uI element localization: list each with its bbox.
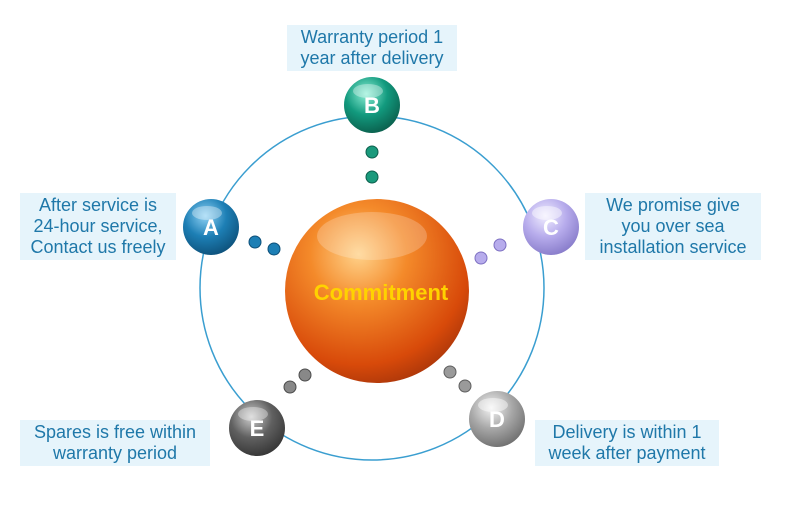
- label-a-line-3: Contact us freely: [30, 237, 166, 257]
- label-b-line-2: year after delivery: [300, 48, 444, 68]
- label-d: Delivery is within 1 week after payment: [535, 420, 719, 466]
- node-a-letter: A: [203, 215, 219, 240]
- label-a-line-2: 24-hour service,: [33, 216, 163, 236]
- label-c: We promise give you over sea installatio…: [585, 193, 761, 260]
- label-e-line-1: Spares is free within: [33, 422, 197, 442]
- label-a-line-1: After service is: [38, 195, 158, 215]
- label-c-line-1: We promise give: [606, 195, 740, 215]
- connector-dots-e: [283, 368, 312, 394]
- label-e-line-2: warranty period: [52, 443, 178, 463]
- label-d-line-1: Delivery is within 1: [552, 422, 702, 442]
- connector-dots-a: [248, 235, 281, 256]
- label-c-line-2: you over sea: [621, 216, 725, 236]
- node-c-letter: C: [543, 215, 559, 240]
- node-e: E: [229, 400, 285, 456]
- node-e-letter: E: [250, 416, 265, 441]
- connector-dots-c: [474, 238, 507, 265]
- label-b-line-1: Warranty period 1: [300, 27, 444, 47]
- node-b-letter: B: [364, 93, 380, 118]
- node-b: B: [344, 77, 400, 133]
- label-a: After service is 24-hour service, Contac…: [20, 193, 176, 260]
- node-d: D: [469, 391, 525, 447]
- connector-dots-b: [365, 145, 379, 184]
- node-a: A: [183, 199, 239, 255]
- node-d-letter: D: [489, 407, 505, 432]
- label-c-line-3: installation service: [599, 237, 747, 257]
- center-label: Commitment: [314, 280, 449, 305]
- node-c: C: [523, 199, 579, 255]
- connector-dots-d: [443, 365, 472, 393]
- label-e: Spares is free within warranty period: [20, 420, 210, 466]
- label-b: Warranty period 1 year after delivery: [287, 25, 457, 71]
- label-d-line-2: week after payment: [548, 443, 706, 463]
- center-sphere: Commitment: [285, 199, 469, 383]
